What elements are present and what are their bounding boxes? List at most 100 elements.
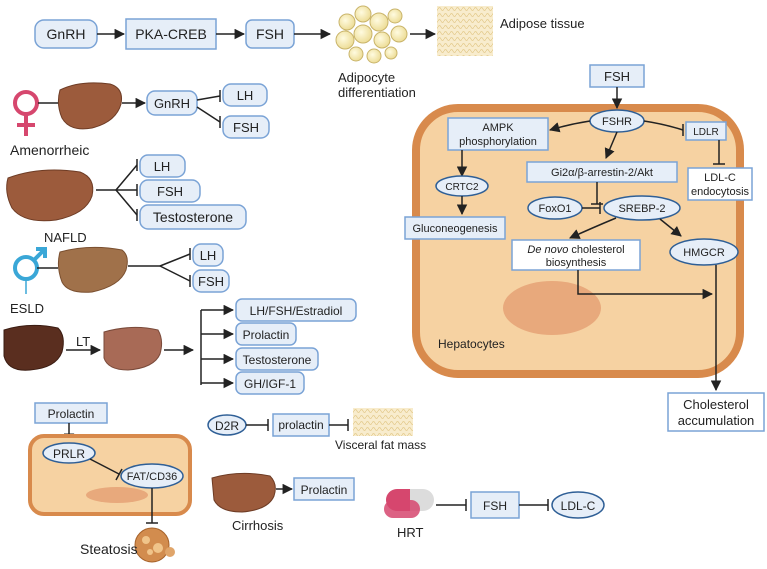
gi2a-label: Gi2α/β-arrestin-2/Akt [551, 167, 653, 179]
lt-out-box-3 [235, 371, 305, 395]
denovo-label-1: De novo cholesterol [527, 244, 624, 256]
adipose-label: Adipose tissue [500, 16, 585, 31]
inhibit-lh-line [196, 95, 221, 101]
ldl-label: LDL-C [561, 499, 596, 513]
liver-amenorrheic-icon [57, 82, 122, 130]
ldlc-endocytosis-box [687, 167, 753, 201]
cirrhosis-prolactin-label: Prolactin [301, 483, 348, 497]
amen-gnrh-label: GnRH [154, 96, 190, 111]
arrow-srebp-hmgcr [659, 218, 682, 237]
arrow-denovo-merge [577, 270, 714, 300]
esld-fsh-label: FSH [198, 274, 224, 289]
hrt-fsh-box [470, 491, 520, 519]
fshr-label: FSHR [602, 116, 632, 128]
amenorrheic-label: Amenorrheic [10, 142, 89, 158]
steatosis-cell-image [134, 527, 175, 563]
esld-label: ESLD [10, 301, 44, 316]
nafld-label: NAFLD [44, 230, 87, 245]
ldl-node [551, 491, 605, 519]
foxo1-label: FoxO1 [538, 203, 571, 215]
hmgcr-node [669, 238, 739, 266]
hepatocyte-panel: Hepatocytes FSH FSHR AMPK phosphorylatio… [404, 64, 765, 432]
cirrhosis-prolactin-box [293, 477, 355, 501]
steatosis-group: Prolactin PRLR FAT/CD36 Steatosis [28, 402, 192, 563]
nafld-branch-lh [115, 164, 138, 191]
pka-creb-box [125, 18, 217, 50]
d2r-prolactin-label: prolactin [278, 418, 323, 432]
gi2a-box [526, 161, 678, 183]
pill-icon [384, 489, 434, 518]
pka-creb-label: PKA-CREB [135, 26, 207, 42]
amen-lh-box [222, 83, 268, 107]
lt-out-box-1 [235, 322, 297, 346]
esld-lh-box [192, 243, 224, 267]
cholesterol-label-1: Cholesterol [683, 397, 749, 412]
liver-esld-icon [57, 246, 128, 293]
hrt-label: HRT [397, 525, 424, 540]
lt-group: LT LH/FSH/Estradiol Prolactin Testostero… [3, 298, 357, 395]
esld-lh-label: LH [200, 248, 217, 263]
prlr-label: PRLR [53, 447, 85, 461]
hepatocyte-label: Hepatocytes [438, 337, 505, 351]
hrt-group: HRT FSH LDL-C [384, 489, 605, 540]
amenorrheic-group: Amenorrheic GnRH LH FSH [10, 82, 270, 158]
inhibit-fat-bar [115, 468, 123, 481]
top-pathway: GnRH PKA-CREB FSH Adipocyte differentiat… [34, 5, 585, 100]
nafld-lh-box [139, 154, 186, 178]
steatosis-nucleus [86, 487, 148, 503]
cirrhosis-group: Cirrhosis Prolactin [211, 472, 355, 533]
esld-branch-lh [159, 253, 191, 267]
amen-gnrh-box [146, 90, 198, 116]
cholesterol-box [667, 392, 765, 432]
ldlr-label: LDLR [693, 127, 719, 138]
female-symbol-icon [13, 90, 39, 136]
fsh-label: FSH [256, 26, 284, 42]
ldlc-endo-label-1: LDL-C [704, 172, 736, 184]
adipocyte-label-2: differentiation [338, 85, 416, 100]
esld-branch-fsh [159, 265, 191, 282]
gluconeogenesis-box [404, 216, 506, 240]
lt-out-box-0 [235, 298, 357, 322]
arrow-srebp-denovo [569, 217, 617, 239]
arrow-fshr-gi2a [604, 131, 618, 159]
inhibit-fshr-ldlr [643, 120, 684, 131]
fat-cd36-label: FAT/CD36 [127, 471, 178, 483]
visceral-label: Visceral fat mass [335, 438, 426, 452]
srebp2-label: SREBP-2 [618, 203, 665, 215]
liver-nafld-icon [6, 169, 94, 222]
denovo-label-2: biosynthesis [546, 257, 607, 269]
transplanted-liver-icon [103, 326, 163, 371]
liver-cirrhosis-icon [211, 472, 276, 513]
steatosis-label: Steatosis [80, 541, 138, 557]
hrt-fsh-label: FSH [483, 499, 507, 513]
ldlc-endo-label-2: endocytosis [691, 186, 750, 198]
nafld-fsh-label: FSH [157, 184, 183, 199]
lt-out-label-0: LH/FSH/Estradiol [250, 304, 343, 318]
visceral-fat-image [353, 408, 413, 436]
denovo-box [511, 239, 641, 271]
denovo-italic: De novo [527, 244, 568, 256]
steatosis-prolactin-label: Prolactin [48, 407, 95, 421]
amen-fsh-label: FSH [233, 120, 259, 135]
steatosis-prolactin-box [34, 402, 108, 424]
ldlr-box [685, 121, 727, 141]
lt-out-label-3: GH/IGF-1 [244, 377, 296, 391]
diseased-liver-icon [3, 324, 64, 371]
hep-fsh-label: FSH [604, 69, 630, 84]
gluconeogenesis-label: Gluconeogenesis [412, 223, 498, 235]
adipocyte-cluster-image [335, 5, 408, 64]
inhibit-fsh-line [196, 106, 221, 123]
srebp2-node [603, 195, 681, 221]
amen-lh-label: LH [237, 88, 254, 103]
nafld-fsh-box [139, 179, 201, 203]
denovo-rest: cholesterol [568, 244, 624, 256]
adipocyte-label-1: Adipocyte [338, 70, 395, 85]
nafld-lh-label: LH [154, 159, 171, 174]
arrow-fshr-ampk [548, 120, 591, 133]
cholesterol-label-2: accumulation [678, 413, 755, 428]
inhibit-fat-line [89, 458, 120, 475]
d2r-label: D2R [215, 419, 239, 433]
crtc2-label: CRTC2 [445, 182, 479, 193]
